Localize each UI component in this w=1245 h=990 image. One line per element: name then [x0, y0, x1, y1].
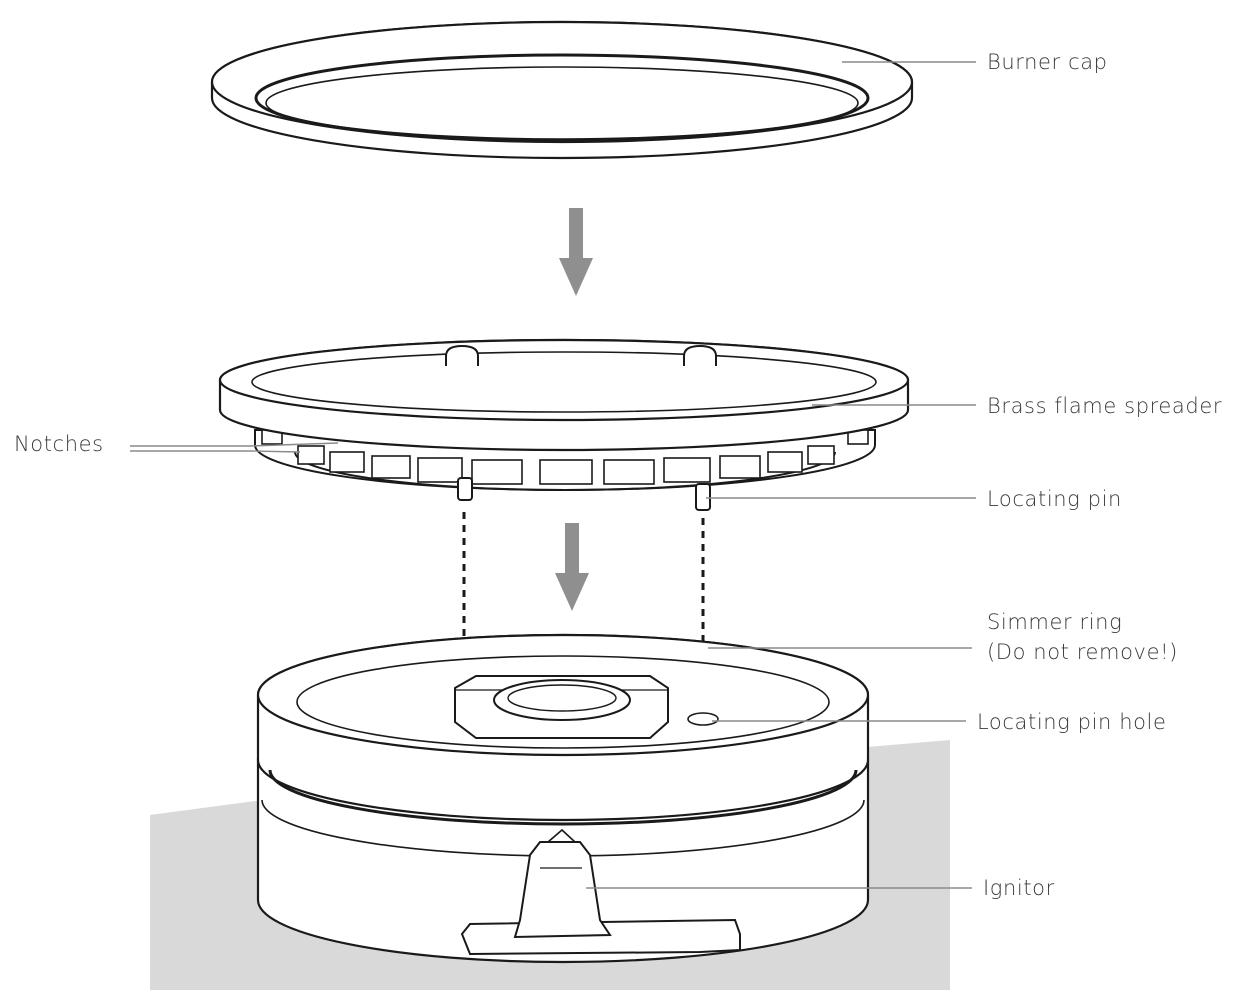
label-brass-flame-spreader: Brass flame spreader [987, 391, 1222, 421]
label-ignitor: Ignitor [983, 873, 1055, 903]
label-simmer-ring-note: (Do not remove!) [987, 637, 1178, 667]
locating-pin-hole [688, 713, 718, 725]
down-arrow-upper [559, 208, 593, 296]
label-simmer-ring: Simmer ring [987, 607, 1122, 637]
label-burner-cap: Burner cap [987, 47, 1108, 77]
down-arrow-lower [555, 523, 589, 611]
burner-cap [212, 22, 912, 158]
brass-flame-spreader [220, 340, 908, 510]
locating-pin-left [458, 478, 472, 500]
burner-base [258, 635, 868, 962]
label-locating-pin: Locating pin [987, 484, 1122, 514]
label-notches: Notches [14, 429, 104, 459]
locating-pin-right [696, 484, 710, 510]
label-locating-pin-hole: Locating pin hole [977, 707, 1167, 737]
